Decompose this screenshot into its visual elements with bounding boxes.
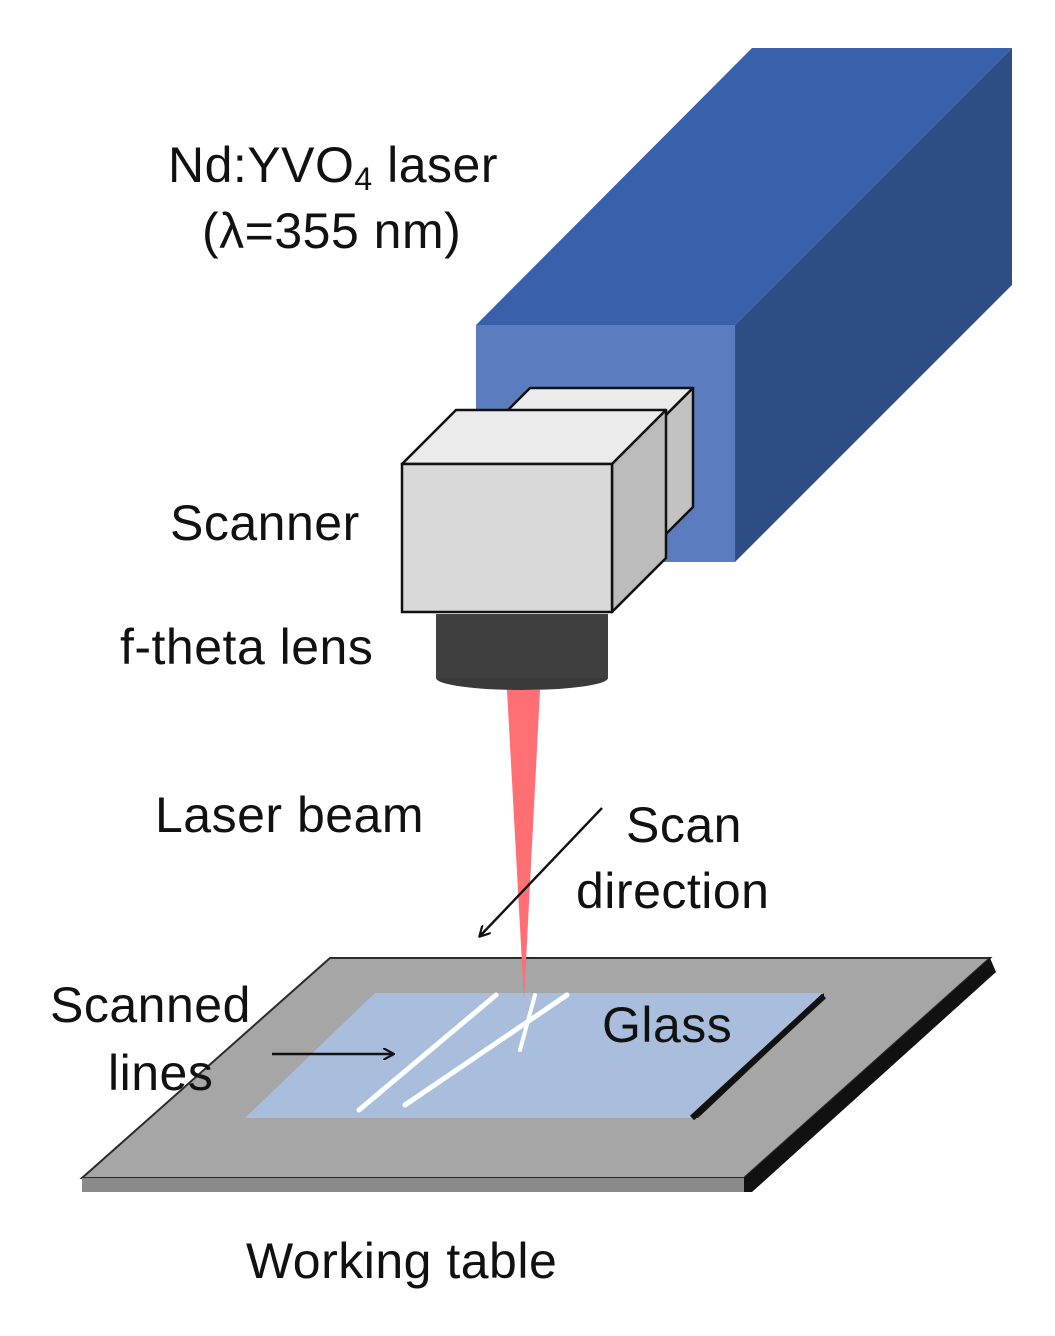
working-table-label: Working table bbox=[246, 1233, 558, 1289]
glass-label: Glass bbox=[602, 997, 733, 1053]
scan-direction-arrow bbox=[480, 807, 603, 936]
laser-side-face bbox=[735, 48, 1012, 562]
table-side-edge bbox=[744, 958, 996, 1192]
scanner-label: Scanner bbox=[170, 495, 360, 551]
scanner-block bbox=[400, 408, 668, 614]
f-theta-lens bbox=[436, 614, 608, 690]
scan-direction-label-line2: direction bbox=[576, 863, 770, 919]
laser-beam-label: Laser beam bbox=[155, 787, 425, 843]
scan-direction-label-line1: Scan bbox=[626, 797, 742, 853]
lens-label: f-theta lens bbox=[120, 619, 374, 675]
scanned-line bbox=[402, 992, 570, 1108]
laser-top-face bbox=[476, 48, 1012, 325]
wavelength-label: (λ=355 nm) bbox=[202, 203, 462, 259]
laser-name-label: Nd:YVO4 laser bbox=[168, 137, 498, 197]
laser-beam bbox=[507, 690, 540, 1000]
scanned-lines-label-line1: Scanned bbox=[50, 977, 251, 1033]
table-front-edge bbox=[82, 1178, 744, 1192]
scanned-line bbox=[356, 992, 499, 1113]
scanned-lines bbox=[356, 992, 570, 1113]
scanner-front-face bbox=[400, 462, 614, 614]
scanned-line-active bbox=[518, 993, 537, 1052]
scanned-lines-label-line2: lines bbox=[108, 1045, 214, 1101]
